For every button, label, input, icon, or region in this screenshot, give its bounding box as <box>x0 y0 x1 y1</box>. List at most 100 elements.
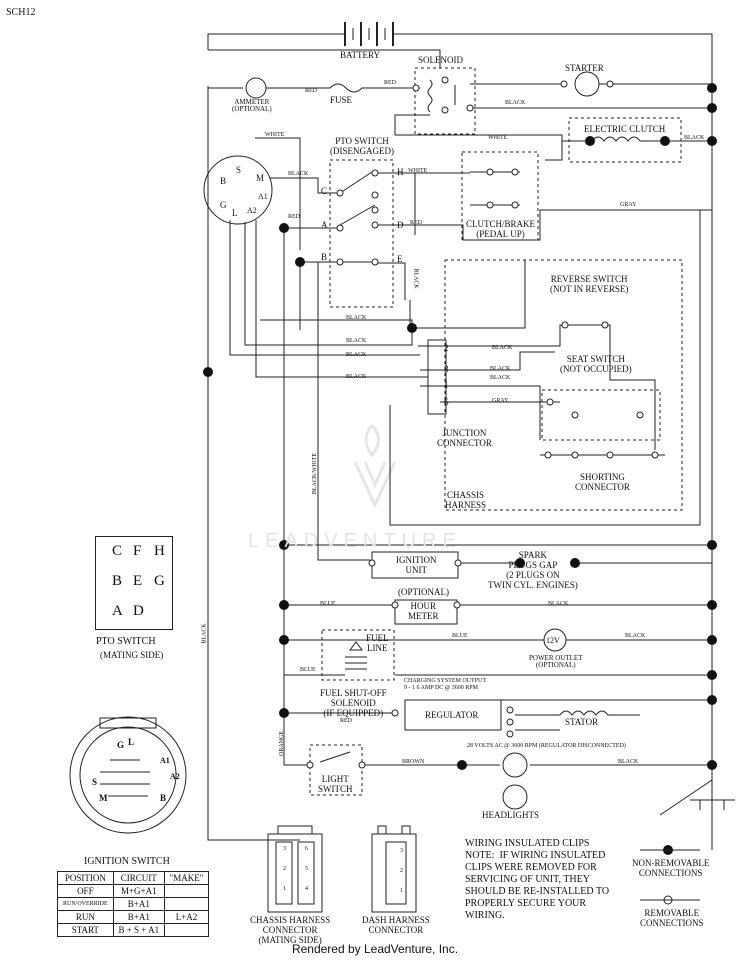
ign-terminal-g: G <box>220 200 227 210</box>
ign-terminal-l: L <box>232 208 238 218</box>
fuel-solenoid-label: FUEL SHUT-OFF SOLENOID (IF EQUIPPED) <box>320 688 387 718</box>
hour-meter-optional: (OPTIONAL) <box>398 587 449 597</box>
chassis-pin: 6 <box>305 846 308 852</box>
wire-black-label: BLACK <box>505 100 526 106</box>
junction-connector-label: JUNCTION CONNECTOR <box>437 428 492 448</box>
mating-g: G <box>154 573 165 589</box>
dash-pin: 2 <box>400 868 403 874</box>
wire-red-label: RED <box>305 88 317 94</box>
battery-label: BATTERY <box>340 50 381 60</box>
fuse-label: FUSE <box>330 95 353 105</box>
pto-terminal-h: H <box>397 167 404 177</box>
wire-blue-label: BLUE <box>452 633 468 639</box>
wire-black-label: BLACK <box>618 759 639 765</box>
power-outlet-label: POWER OUTLET (OPTIONAL) <box>529 654 583 669</box>
wire-gray-label: GRAY <box>620 202 637 208</box>
footer-credit: Rendered by LeadVenture, Inc. <box>291 942 459 956</box>
ign-face-a2: A2 <box>170 772 180 781</box>
electric-clutch-label: ELECTRIC CLUTCH <box>584 124 666 134</box>
wire-red-label: RED <box>410 220 422 226</box>
ign-face-m: M <box>99 793 108 803</box>
chassis-harness-label: CHASSIS HARNESS <box>445 490 487 510</box>
wire-blue-label: BLUE <box>300 667 316 673</box>
mating-e: E <box>133 573 143 589</box>
ign-terminal-b: B <box>220 176 227 186</box>
seat-switch-label: SEAT SWITCH (NOT OCCUPIED) <box>560 354 632 374</box>
dash-harness-connector <box>371 825 417 913</box>
wire-black-white-label: BLACK/WHITE <box>312 452 319 495</box>
regulator-label: REGULATOR <box>425 710 479 720</box>
spark-plugs-label: SPARK PLUGS GAP (2 PLUGS ON TWIN CYL. EN… <box>488 550 578 590</box>
mating-d: D <box>133 603 144 619</box>
shorting-connector-label: SHORTING CONNECTOR <box>575 472 630 492</box>
wire-white-label: WHITE <box>488 135 508 141</box>
table-cell: OFF <box>57 884 114 898</box>
table-cell: RUN/OVERRIDE <box>57 897 114 911</box>
charging-output-label: CHARGING SYSTEM OUTPUT 9 - 1 6 AMP DC @ … <box>404 678 487 691</box>
pto-terminal-b: B <box>321 252 328 262</box>
pto-terminal-a: A <box>321 220 328 230</box>
removable-legend: REMOVABLE CONNECTIONS <box>640 908 704 928</box>
mating-b: B <box>112 573 123 589</box>
mating-a: A <box>112 603 123 619</box>
wire-black-label: BLACK <box>346 338 367 344</box>
stator-label: STATOR <box>565 717 599 727</box>
mating-c: C <box>112 543 123 559</box>
table-cell: M+G+A1 <box>112 884 165 898</box>
wire-black-label: BLACK <box>684 135 705 141</box>
wire-black-label: BLACK <box>492 345 513 351</box>
ign-face-l: L <box>128 737 135 747</box>
table-cell: L+A2 <box>163 910 210 924</box>
non-removable-legend: NON-REMOVABLE CONNECTIONS <box>632 858 710 878</box>
chassis-pin: 1 <box>283 886 286 892</box>
table-cell: B+A1 <box>112 910 165 924</box>
pto-mating-side: (MATING SIDE) <box>100 650 164 660</box>
junction-pin-3: 3 <box>444 364 449 374</box>
wire-white-label: WHITE <box>408 168 428 174</box>
light-switch-label: LIGHT SWITCH <box>318 774 353 794</box>
clutch-brake-label: CLUTCH/BRAKE (PEDAL UP) <box>466 219 536 239</box>
wire-black-label: BLACK <box>548 601 569 607</box>
ign-terminal-s: S <box>236 165 242 175</box>
junction-pin-2: 2 <box>444 343 449 353</box>
schematic-code: SCH12 <box>6 7 36 18</box>
pto-mating-diagram: C F H B E G A D <box>95 536 173 630</box>
dash-connector-label: DASH HARNESS CONNECTOR <box>362 915 430 935</box>
mating-f: F <box>133 543 142 559</box>
ign-face-b: B <box>160 793 167 803</box>
table-header: "MAKE" <box>163 871 210 885</box>
junction-pin-6: 6 <box>444 397 449 407</box>
wire-red-label: RED <box>384 80 396 86</box>
ignition-switch-face <box>69 716 187 834</box>
pto-switch-label: PTO SWITCH (DISENGAGED) <box>330 136 394 156</box>
ignition-circuit-table: POSITION CIRCUIT "MAKE" OFF M+G+A1 RUN/O… <box>57 871 210 937</box>
table-cell <box>163 923 210 937</box>
pto-terminal-d: D <box>397 220 404 230</box>
watermark-text: LEADVENTURE <box>248 530 462 552</box>
clips-note: WIRING INSULATED CLIPS NOTE: IF WIRING I… <box>465 838 610 921</box>
wire-black-label: BLACK <box>346 315 367 321</box>
chassis-pin: 5 <box>305 866 308 872</box>
solenoid-label: SOLENOID <box>418 55 463 65</box>
ign-terminal-m: M <box>256 173 265 183</box>
ign-terminal-a2: A2 <box>247 206 257 215</box>
battery-symbol <box>344 22 394 46</box>
wire-black-label: BLACK <box>346 374 367 380</box>
power-outlet-voltage: 12V <box>546 636 560 645</box>
ignition-switch-title: IGNITION SWITCH <box>84 856 170 867</box>
headlights-label: HEADLIGHTS <box>482 810 539 820</box>
ac-volts-label: 28 VOLTS AC @ 3600 RPM (REGULATOR DISCON… <box>467 743 626 749</box>
chassis-harness-connector <box>267 825 323 913</box>
wire-brown-label: BROWN <box>402 759 425 765</box>
hour-meter-label: HOUR METER <box>408 601 439 621</box>
table-cell: B+A1 <box>112 897 165 911</box>
chassis-pin: 4 <box>305 886 308 892</box>
dash-pin: 3 <box>400 848 403 854</box>
wire-black-label: BLACK <box>625 633 646 639</box>
ignition-unit-label: IGNITION UNIT <box>396 555 437 575</box>
wire-black-vertical-label: BLACK <box>412 268 419 289</box>
non-removable-connections <box>203 83 717 855</box>
wire-black-label: BLACK <box>288 171 309 177</box>
wire-black-vertical-label: BLACK <box>201 623 208 644</box>
